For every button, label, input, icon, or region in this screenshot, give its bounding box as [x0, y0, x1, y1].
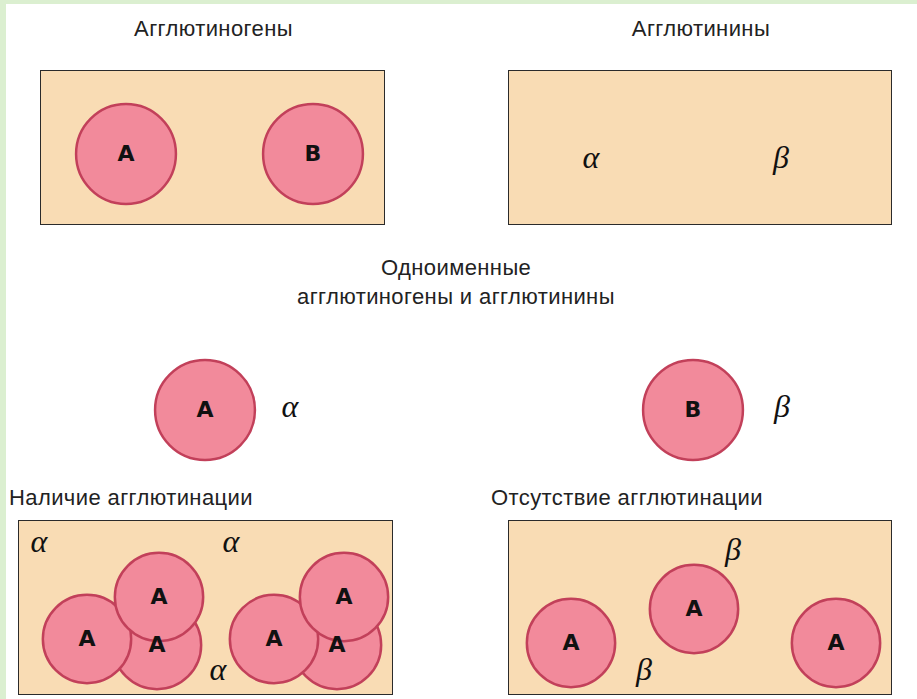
specimen-box: Агглютининыαβ [508, 70, 892, 225]
blood-cell-circle: A [525, 597, 617, 689]
box-heading: Наличие агглютинации [9, 484, 253, 512]
specimen-box: Наличие агглютинацииαααAAAAAA [18, 520, 393, 695]
specimen-box: Отсутствие агглютинацииββAAA [508, 520, 892, 695]
blood-cell-circle: A [111, 599, 203, 691]
agglutinin-symbol: α [31, 525, 48, 557]
agglutinogen-letter: A [153, 358, 257, 462]
box-heading: Агглютиногены [41, 15, 386, 43]
box-heading: Отсутствие агглютинации [491, 484, 763, 512]
agglutinin-symbol: α [210, 653, 227, 685]
center-caption: Одноименные агглютиногены и агглютинины [297, 254, 619, 311]
agglutinin-symbol: α [223, 525, 240, 557]
specimen-box: АгглютиногеныAB [40, 70, 385, 225]
frame-strip [0, 0, 917, 4]
agglutinin-symbol: β [774, 390, 790, 422]
blood-cell-circle: B [641, 358, 745, 462]
blood-cell-circle: A [298, 551, 390, 643]
agglutinogen-letter: A [228, 593, 320, 685]
agglutinogen-letter: B [261, 102, 365, 206]
blood-cell-circle: A [291, 599, 383, 691]
agglutinogen-letter: A [41, 593, 133, 685]
frame-strip [0, 0, 6, 699]
agglutinogen-letter: A [291, 599, 383, 691]
agglutinogen-letter: A [113, 551, 205, 643]
agglutinin-symbol: β [636, 653, 652, 685]
agglutinin-symbol: α [583, 141, 600, 173]
blood-cell-circle: A [74, 102, 178, 206]
blood-cell-circle: A [153, 358, 257, 462]
box-heading: Агглютинины [509, 15, 893, 43]
blood-cell-circle: A [790, 597, 882, 689]
agglutinogen-letter: A [790, 597, 882, 689]
blood-cell-circle: A [228, 593, 320, 685]
blood-cell-circle: A [41, 593, 133, 685]
agglutinogen-letter: A [525, 597, 617, 689]
blood-cell-circle: A [648, 563, 740, 655]
blood-cell-circle: A [113, 551, 205, 643]
blood-cell-circle: B [261, 102, 365, 206]
agglutinin-symbol: β [773, 141, 789, 173]
agglutinogen-letter: A [74, 102, 178, 206]
agglutinogen-letter: A [111, 599, 203, 691]
agglutinogen-letter: A [648, 563, 740, 655]
agglutinin-symbol: α [282, 390, 299, 422]
agglutinogen-letter: A [298, 551, 390, 643]
agglutinogen-letter: B [641, 358, 745, 462]
agglutinin-symbol: β [725, 533, 741, 565]
